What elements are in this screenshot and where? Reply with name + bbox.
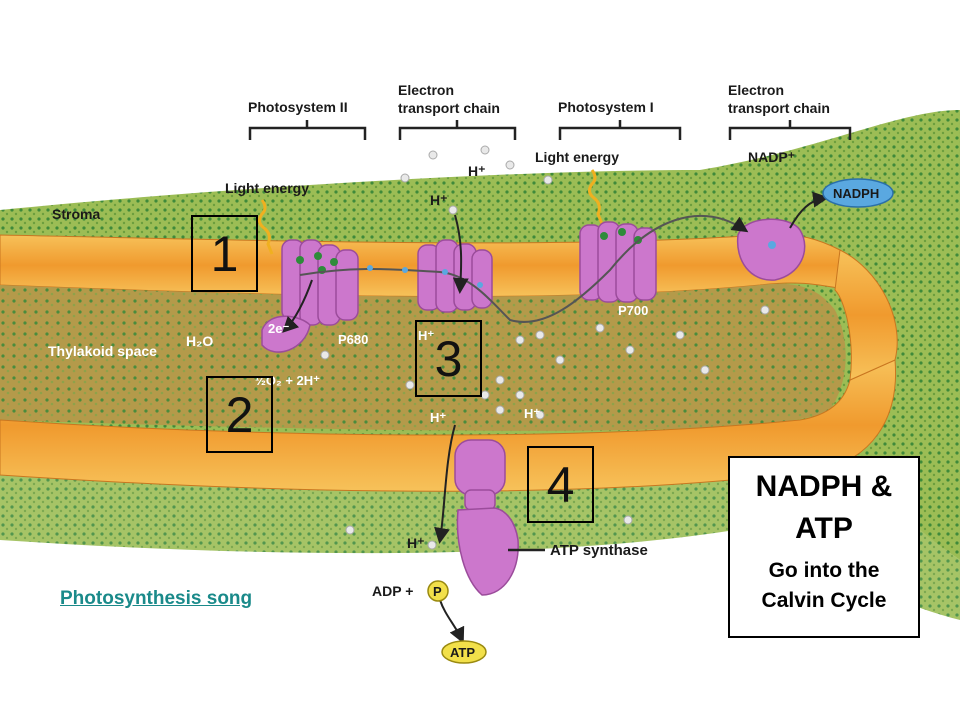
- label-hplus-4: H⁺: [430, 410, 446, 425]
- h-plus-arrow-down: [452, 214, 469, 294]
- step-box-3: 3: [415, 320, 482, 397]
- thylakoid-lumen: [0, 283, 846, 431]
- info-sub-line2: Calvin Cycle: [761, 589, 887, 612]
- nadph-arrow: [789, 191, 829, 229]
- atp-synthase-protein: [454, 439, 519, 596]
- nadph-molecule: [822, 178, 894, 208]
- step-number-2: 2: [225, 386, 254, 443]
- light-squiggle-2: [587, 169, 604, 225]
- label-p700: P700: [618, 303, 648, 318]
- step-number-4: 4: [546, 456, 575, 513]
- atp-synthase-arrow: [434, 424, 456, 544]
- nadph-atp-info-box: NADPH & ATP Go into the Calvin Cycle: [728, 456, 920, 638]
- photosystem-i-protein: [579, 221, 657, 303]
- step-box-1: 1: [191, 215, 258, 292]
- label-photosystem-ii: Photosystem II: [248, 99, 348, 115]
- info-title-line1: NADPH &: [755, 470, 893, 503]
- photosynthesis-song-link[interactable]: Photosynthesis song: [60, 588, 253, 609]
- step-box-4: 4: [527, 446, 594, 523]
- label-stroma: Stroma: [52, 206, 100, 222]
- label-p-circle: P: [433, 584, 442, 599]
- step-number-3: 3: [434, 330, 463, 387]
- label-adp-plus: ADP +: [372, 583, 413, 599]
- label-hplus-2: H⁺: [430, 192, 448, 208]
- reductase-center: [768, 241, 776, 249]
- psii-electron-arrow: [282, 279, 313, 333]
- nadp-reductase: [736, 218, 806, 281]
- label-atp-synthase: ATP synthase: [550, 542, 648, 559]
- atp-output-arrow: [439, 599, 465, 644]
- label-p680: P680: [338, 332, 368, 347]
- light-squiggle-1: [257, 199, 274, 255]
- label-etc1-line1: Electron: [398, 82, 454, 98]
- label-etc2-line2: transport chain: [728, 100, 830, 116]
- label-photosystem-i: Photosystem I: [558, 99, 654, 115]
- atp-molecule: [441, 640, 487, 664]
- proton-dots: [320, 145, 770, 550]
- phosphate-circle: [427, 580, 449, 602]
- label-etc2-line1: Electron: [728, 82, 784, 98]
- label-2e: 2e⁻: [268, 321, 289, 336]
- label-hplus-6: H⁺: [407, 535, 425, 551]
- info-title-line2: ATP: [795, 512, 853, 545]
- label-etc1-line2: transport chain: [398, 100, 500, 116]
- label-thylakoid-space: Thylakoid space: [48, 343, 157, 359]
- label-hplus-1: H⁺: [468, 163, 486, 179]
- info-title: NADPH & ATP: [730, 466, 918, 550]
- lower-membrane: [0, 359, 897, 492]
- brackets: [248, 120, 852, 140]
- label-h2o: H₂O: [186, 333, 213, 349]
- label-atp: ATP: [450, 645, 475, 660]
- info-subtitle: Go into the Calvin Cycle: [730, 556, 918, 616]
- label-nadp-plus: NADP⁺: [748, 149, 795, 165]
- membrane-curve: [834, 249, 898, 381]
- electron-carriers: [367, 265, 483, 288]
- label-hplus-5: H⁺: [524, 406, 540, 421]
- step-box-2: 2: [206, 376, 273, 453]
- label-hplus-3: H⁺: [418, 328, 434, 343]
- step-number-1: 1: [210, 225, 239, 282]
- label-light-energy-2: Light energy: [535, 149, 619, 165]
- label-nadph: NADPH: [833, 186, 879, 201]
- label-light-energy-1: Light energy: [225, 180, 309, 196]
- info-sub-line1: Go into the: [768, 559, 880, 582]
